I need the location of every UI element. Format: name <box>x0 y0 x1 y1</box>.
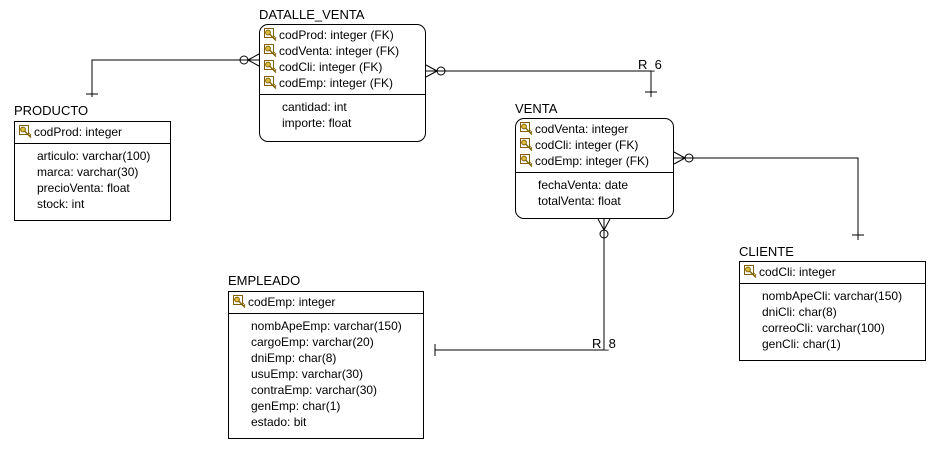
key-attribute-row: codProd: integer (FK) <box>264 27 425 43</box>
entity-box[interactable]: codVenta: integer codCli: integer (FK) cod… <box>515 118 674 219</box>
attribute-section: nombApeEmp: varchar(150) cargoEmp: varcha… <box>229 314 423 433</box>
key-attribute-row: codVenta: integer (FK) <box>264 43 425 59</box>
rel-r6-crow-top <box>425 64 438 72</box>
entity-box[interactable]: codProd: integer (FK) codVenta: integer (… <box>259 24 426 142</box>
attribute-row: estado: bit <box>251 415 307 429</box>
attribute-section: articulo: varchar(100) marca: varchar(30)… <box>15 144 170 215</box>
key-attribute-row: codVenta: integer <box>520 121 673 137</box>
attribute-row: cargoEmp: varchar(20) <box>251 335 374 349</box>
rel-r8-label: R_8 <box>592 336 616 351</box>
entity-box[interactable]: codEmp: integer nombApeEmp: varchar(150)… <box>228 291 424 439</box>
rel-cliente-venta-crow-bottom <box>673 157 686 165</box>
entity-name: VENTA <box>515 101 558 116</box>
attribute-row: articulo: varchar(100) <box>37 149 151 163</box>
key-section: codVenta: integer codCli: integer (FK) cod… <box>516 119 673 173</box>
key-attribute-row: codEmp: integer (FK) <box>264 75 425 91</box>
key-attribute-row: codProd: integer <box>19 124 170 140</box>
rel-cliente-venta-line <box>674 157 859 240</box>
key-attribute-text: codEmp: integer (FK) <box>535 154 650 168</box>
attribute-row: genCli: char(1) <box>762 337 841 351</box>
key-attribute-text: codCli: integer (FK) <box>279 60 383 74</box>
key-section: codCli: integer <box>740 262 925 284</box>
rel-cliente-venta-crow-top <box>673 151 686 159</box>
attribute-section: fechaVenta: date totalVenta: float <box>516 173 673 212</box>
rel-r8-optional-circle <box>599 229 609 239</box>
primary-key-icon <box>233 295 247 309</box>
key-attribute-row: codEmp: integer <box>233 294 423 310</box>
key-attribute-text: codCli: integer (FK) <box>535 138 639 152</box>
key-attribute-text: codProd: integer (FK) <box>279 28 394 42</box>
entity-box[interactable]: codProd: integer articulo: varchar(100) m… <box>14 121 171 221</box>
entity-box[interactable]: codCli: integer nombApeCli: varchar(150)… <box>739 261 926 361</box>
rel-producto-detalle-crow-bottom <box>247 59 260 67</box>
rel-r6-optional-circle <box>436 66 446 76</box>
rel-r6-label: R_6 <box>638 57 662 72</box>
attribute-row: dniEmp: char(8) <box>251 351 337 365</box>
key-attribute-text: codEmp: integer (FK) <box>279 76 394 90</box>
attribute-row: usuEmp: varchar(30) <box>251 367 364 381</box>
key-section: codEmp: integer <box>229 292 423 314</box>
attribute-row: precioVenta: float <box>37 181 130 195</box>
key-attribute-text: codVenta: integer <box>535 122 629 136</box>
primary-key-icon <box>520 122 534 136</box>
rel-r8-crow-right <box>603 218 611 231</box>
key-attribute-row: codEmp: integer (FK) <box>520 153 673 169</box>
primary-key-icon <box>264 60 278 74</box>
rel-r8-line <box>435 219 605 351</box>
attribute-row: stock: int <box>37 197 85 211</box>
attribute-row: importe: float <box>282 116 352 130</box>
primary-key-icon <box>264 76 278 90</box>
attribute-row: totalVenta: float <box>538 194 621 208</box>
key-attribute-text: codProd: integer <box>34 125 123 139</box>
attribute-row: cantidad: int <box>282 100 347 114</box>
entity-name: EMPLEADO <box>228 273 301 288</box>
key-attribute-text: codCli: integer <box>759 265 836 279</box>
key-attribute-text: codVenta: integer (FK) <box>279 44 400 58</box>
primary-key-icon <box>520 138 534 152</box>
attribute-section: nombApeCli: varchar(150) dniCli: char(8) c… <box>740 284 925 355</box>
rel-cliente-venta-optional-circle <box>684 153 694 163</box>
entity-name: DATALLE_VENTA <box>259 7 365 22</box>
rel-producto-detalle-line <box>91 59 259 97</box>
entity-name: CLIENTE <box>739 244 794 259</box>
primary-key-icon <box>744 265 758 279</box>
rel-producto-detalle-crow-top <box>247 53 260 61</box>
attribute-row: nombApeEmp: varchar(150) <box>251 319 402 333</box>
entity-name: PRODUCTO <box>14 103 89 118</box>
attribute-row: nombApeCli: varchar(150) <box>762 289 903 303</box>
primary-key-icon <box>264 44 278 58</box>
rel-r6-crow-bottom <box>425 70 438 78</box>
key-attribute-text: codEmp: integer <box>248 295 336 309</box>
rel-r6-line <box>426 70 652 97</box>
rel-producto-detalle-optional-circle <box>239 55 249 65</box>
attribute-row: marca: varchar(30) <box>37 165 139 179</box>
primary-key-icon <box>264 28 278 42</box>
attribute-row: dniCli: char(8) <box>762 305 837 319</box>
primary-key-icon <box>19 125 33 139</box>
attribute-row: contraEmp: varchar(30) <box>251 383 378 397</box>
primary-key-icon <box>520 154 534 168</box>
rel-r8-crow-left <box>597 218 605 231</box>
key-section: codProd: integer <box>15 122 170 144</box>
key-attribute-row: codCli: integer (FK) <box>520 137 673 153</box>
attribute-row: genEmp: char(1) <box>251 399 341 413</box>
attribute-row: correoCli: varchar(100) <box>762 321 885 335</box>
key-attribute-row: codCli: integer <box>744 264 925 280</box>
attribute-section: cantidad: int importe: float <box>260 95 425 134</box>
key-attribute-row: codCli: integer (FK) <box>264 59 425 75</box>
attribute-row: fechaVenta: date <box>538 178 629 192</box>
key-section: codProd: integer (FK) codVenta: integer (… <box>260 25 425 95</box>
